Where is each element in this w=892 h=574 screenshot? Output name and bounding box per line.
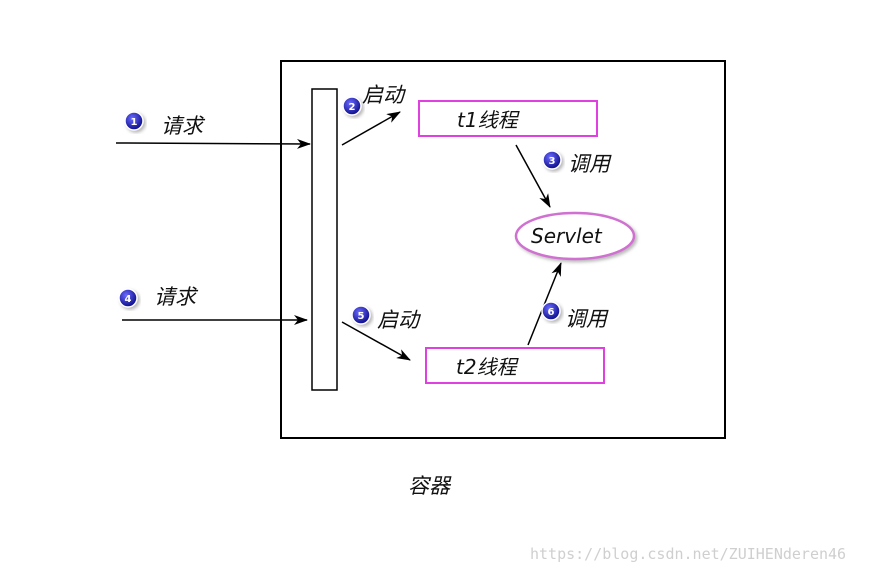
t1-thread-label: t1线程: [457, 108, 521, 132]
step-3: 3 调用: [542, 150, 612, 176]
t2-thread-box: [425, 347, 605, 384]
step-1-label: 请求: [161, 114, 206, 138]
container-label: 容器: [408, 474, 452, 498]
request-1-arrow: [115, 138, 311, 149]
start-2-arrow: [341, 321, 411, 361]
step-5-number: 5: [358, 311, 365, 322]
start-1-arrow: [341, 111, 401, 146]
step-2-label: 启动: [362, 83, 407, 107]
call-1-arrow: [515, 144, 551, 208]
container-box: [280, 60, 726, 439]
step-3-badge: [542, 150, 562, 170]
step-4-badge: [118, 288, 138, 308]
step-2-badge: [342, 96, 362, 116]
step-3-number: 3: [549, 156, 556, 167]
step-2: 2 启动: [342, 83, 407, 116]
step-1-badge: [124, 111, 144, 131]
step-5-label: 启动: [377, 308, 422, 332]
step-2-number: 2: [349, 102, 356, 113]
step-6-number: 6: [548, 307, 555, 318]
step-6-label: 调用: [565, 307, 609, 331]
t1-thread-box: [418, 100, 598, 137]
dispatcher-bar: [311, 88, 338, 391]
servlet-label: Servlet: [531, 224, 603, 248]
step-6-badge: [541, 301, 561, 321]
step-4-label: 请求: [154, 285, 199, 309]
step-4: 4 请求: [118, 285, 199, 309]
step-1: 1 请求: [124, 111, 206, 138]
watermark-text: https://blog.csdn.net/ZUIHENderen46: [530, 545, 846, 563]
step-6: 6 调用: [541, 301, 609, 331]
servlet-node: [514, 211, 636, 261]
step-4-number: 4: [125, 294, 132, 305]
step-5: 5 启动: [351, 305, 422, 332]
step-3-label: 调用: [568, 152, 612, 176]
step-5-badge: [351, 305, 371, 325]
step-1-number: 1: [131, 117, 138, 128]
t2-thread-label: t2线程: [456, 355, 520, 379]
